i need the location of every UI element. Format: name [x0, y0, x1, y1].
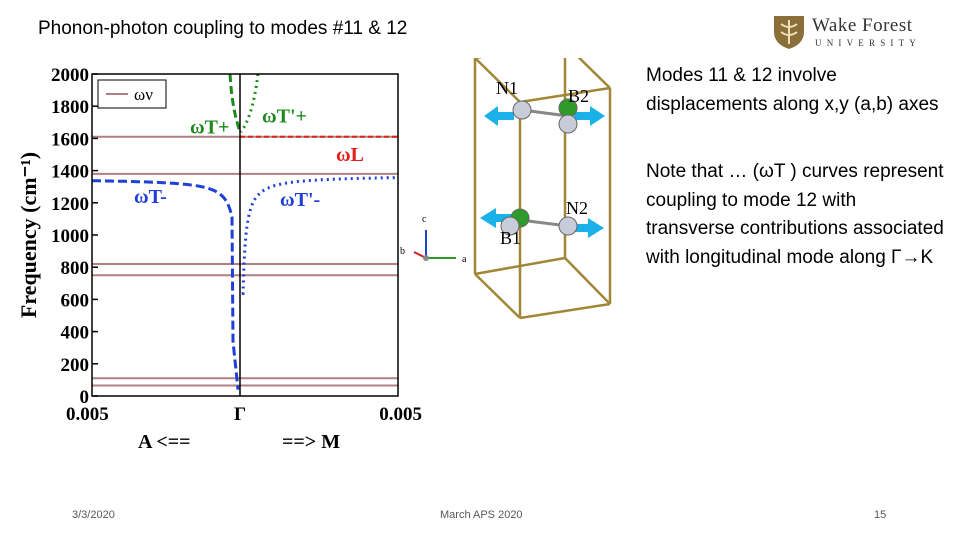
y-tick-label-9: 1800: [51, 97, 89, 118]
cell-edge-8: [474, 273, 521, 319]
arrow-n1: [484, 106, 514, 126]
slide-title: Phonon-photon coupling to modes #11 & 12: [38, 18, 408, 39]
axis-label-c: c: [422, 214, 427, 225]
footer-page-number: 15: [874, 509, 887, 521]
y-tick-label-5: 1000: [51, 226, 89, 247]
paragraph-modes: Modes 11 & 12 involve displacements alon…: [646, 65, 939, 115]
atom-4: [500, 216, 520, 236]
series-omega-t-prime-plus: [239, 73, 260, 133]
cell-edge-1: [577, 58, 611, 89]
cell-edge-10: [474, 256, 566, 276]
logo-line1: Wake Forest: [812, 15, 913, 36]
y-tick-label-3: 600: [61, 290, 90, 311]
cell-edge-11: [564, 257, 611, 305]
legend-box: [97, 79, 167, 109]
x-label-right: ==> M: [282, 431, 340, 450]
arrow-b2-right: [574, 106, 605, 126]
series-omega-t-prime-minus: [241, 176, 398, 295]
x-tick-label-0: 0.005: [66, 404, 109, 425]
cell-edge-9: [519, 302, 611, 320]
atom-0: [512, 100, 532, 120]
axis-label-b: b: [400, 246, 405, 257]
paragraph-note: Note that … (ωT ) curves represent coupl…: [646, 161, 944, 268]
label-omega-l: ωL: [336, 144, 364, 166]
y-tick-label-10: 2000: [51, 65, 89, 86]
series-omega-t-minus: [91, 179, 240, 390]
footer-conference: March APS 2020: [440, 509, 523, 521]
phonon-chart: 0 200 400 600 800 1000 1200 1400 1600 1800 2000 0.0…: [16, 58, 612, 450]
label-omega-t-prime-minus: ωT'-: [280, 189, 320, 211]
university-logo: Wake Forest UNIVERSITY: [772, 14, 942, 50]
label-omega-t-prime-plus: ωT'+: [262, 105, 307, 127]
atom-label-b1: B1: [500, 228, 521, 248]
atom-2: [558, 114, 578, 134]
atom-5: [558, 216, 578, 236]
x-tick-label-1: Γ: [234, 404, 246, 425]
y-tick-label-8: 1600: [51, 129, 89, 150]
label-omega-t-plus: ωT+: [190, 117, 229, 139]
y-tick-label-6: 1200: [51, 194, 89, 215]
shield-icon: [774, 16, 804, 49]
cell-edge-2: [474, 58, 521, 103]
x-label-left: A <==: [138, 431, 191, 450]
arrow-b1: [480, 208, 512, 228]
atom-label-n1: N1: [496, 78, 518, 98]
arrow-n2: [572, 218, 604, 238]
label-omega-t-minus: ωT-: [134, 186, 167, 208]
logo-line2: UNIVERSITY: [815, 38, 921, 48]
y-tick-label-7: 1400: [51, 162, 89, 183]
y-tick-label-1: 200: [61, 355, 90, 376]
plot-frame: [91, 73, 399, 397]
axis-label-a: a: [462, 254, 467, 265]
series-omega-t-plus: [228, 73, 242, 133]
footer-date: 3/3/2020: [72, 509, 115, 521]
atom-label-b2: B2: [568, 86, 589, 106]
axis-origin: [423, 255, 429, 261]
legend-label: ων: [134, 85, 153, 104]
atom-label-n2: N2: [566, 198, 588, 218]
y-tick-label-0: 0: [80, 387, 90, 408]
y-axis-label: Frequency (cm⁻¹): [16, 152, 41, 318]
y-tick-label-4: 800: [61, 258, 90, 279]
y-tick-label-2: 400: [61, 323, 90, 344]
x-tick-label-2: 0.005: [379, 404, 422, 425]
